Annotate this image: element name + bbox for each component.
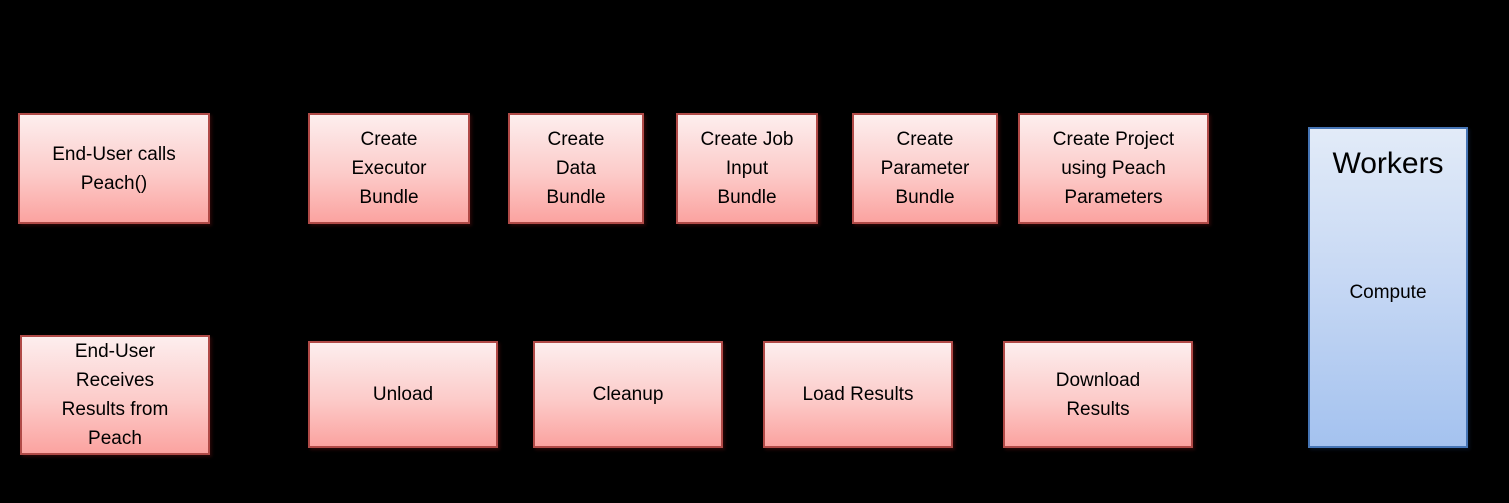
node-create-data-bundle: Create Data Bundle — [508, 113, 644, 224]
node-download-results: Download Results — [1003, 341, 1193, 448]
node-create-parameter-bundle: Create Parameter Bundle — [852, 113, 998, 224]
node-cleanup: Cleanup — [533, 341, 723, 448]
node-end-user-calls-peach: End-User calls Peach() — [18, 113, 210, 224]
node-end-user-receives-results: End-User Receives Results from Peach — [20, 335, 210, 455]
node-load-results: Load Results — [763, 341, 953, 448]
workers-compute-label: Compute — [1349, 282, 1427, 303]
node-create-executor-bundle: Create Executor Bundle — [308, 113, 470, 224]
workers-title: Workers — [1332, 147, 1444, 180]
node-unload: Unload — [308, 341, 498, 448]
node-create-job-input-bundle: Create Job Input Bundle — [676, 113, 818, 224]
node-workers: Workers Compute — [1308, 127, 1468, 448]
node-create-project-using-peach-parameters: Create Project using Peach Parameters — [1018, 113, 1209, 224]
